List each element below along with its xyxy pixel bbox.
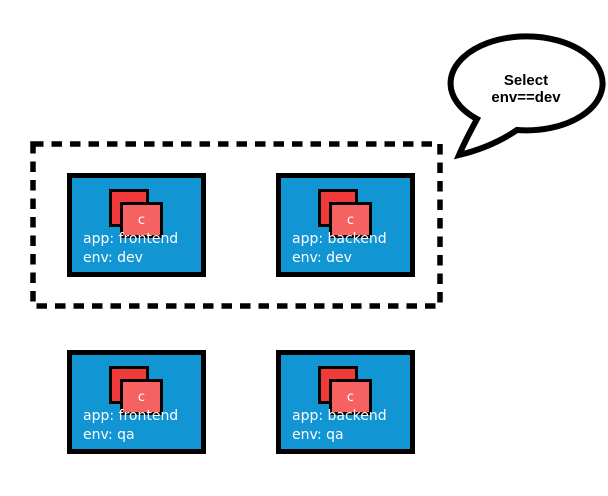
pod-label-app: app: backend (292, 408, 387, 424)
pod-label-env: env: qa (83, 427, 135, 443)
containers-icon: c (109, 189, 164, 238)
pod-label-app: app: backend (292, 231, 387, 247)
containers-icon: c (109, 366, 164, 415)
container-letter: c (346, 389, 355, 405)
pod-frontend-dev: c app: frontend env: dev (67, 173, 206, 277)
container-front-icon: c (120, 202, 163, 238)
pod-label-app: app: frontend (83, 231, 179, 247)
pod-labels: app: frontend env: qa (83, 407, 178, 445)
container-letter: c (346, 212, 355, 228)
pod-backend-dev: c app: backend env: dev (276, 173, 415, 277)
selection-dashed-boundary (30, 141, 443, 309)
pod-frontend-qa: c app: frontend env: qa (67, 350, 206, 454)
callout-line-2: env==dev (491, 89, 561, 106)
pod-label-env: env: dev (83, 250, 143, 266)
pod-labels: app: backend env: qa (292, 407, 387, 445)
container-front-icon: c (329, 202, 372, 238)
pod-label-env: env: qa (292, 427, 344, 443)
container-letter: c (137, 212, 146, 228)
pod-labels: app: frontend env: dev (83, 230, 178, 268)
callout-line-1: Select (503, 72, 549, 89)
containers-icon: c (318, 366, 373, 415)
pod-label-env: env: dev (292, 250, 352, 266)
container-letter: c (137, 389, 146, 405)
container-front-icon: c (329, 379, 372, 415)
speech-bubble (447, 33, 606, 160)
container-front-icon: c (120, 379, 163, 415)
pod-backend-qa: c app: backend env: qa (276, 350, 415, 454)
containers-icon: c (318, 189, 373, 238)
callout-text: Select env==dev (460, 72, 592, 106)
pod-label-app: app: frontend (83, 408, 179, 424)
pod-labels: app: backend env: dev (292, 230, 387, 268)
